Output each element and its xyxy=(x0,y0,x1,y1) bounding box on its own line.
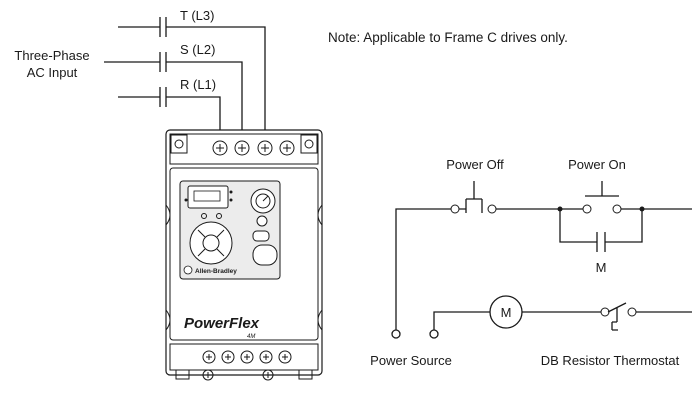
phase-t-line xyxy=(118,17,266,130)
power-source-terminal-icon xyxy=(391,329,401,339)
navigation-pad-icon xyxy=(189,221,233,265)
power-off-contact-icon xyxy=(487,204,497,214)
right-notch-lower xyxy=(317,309,323,331)
big-key-icon xyxy=(252,244,278,266)
stop-key-icon xyxy=(252,230,270,242)
thermostat-label: DB Resistor Thermostat xyxy=(541,353,680,368)
brand-name: Allen-Bradley xyxy=(195,268,237,275)
top-left-mount xyxy=(170,134,188,154)
ab-logo-icon xyxy=(183,265,193,275)
terminal-screw-icon xyxy=(234,140,250,156)
left-rail-wire xyxy=(395,208,451,330)
phase-s-wire xyxy=(104,52,243,130)
bottom-terminals xyxy=(202,350,292,364)
terminal-screw-icon xyxy=(221,350,235,364)
phase-t-wire xyxy=(118,17,266,130)
mount-foot xyxy=(175,369,190,380)
start-key-icon xyxy=(256,215,268,227)
power-source-terminal-icon xyxy=(429,329,439,339)
power-source-label: Power Source xyxy=(370,353,452,368)
led-display xyxy=(193,190,221,202)
mount-hole-icon xyxy=(174,139,184,149)
phase-s-line xyxy=(104,52,243,130)
holding-contact-label: M xyxy=(596,260,607,275)
input-label-line1: Three-Phase xyxy=(14,48,89,63)
mount-foot xyxy=(298,369,313,380)
thermostat-contact-icon xyxy=(627,307,637,317)
bottom-terminal-block xyxy=(169,343,319,371)
status-leds xyxy=(184,190,233,202)
ground-icon xyxy=(262,369,274,381)
powerflex-drive: Allen-Bradley PowerFlex 4M xyxy=(165,129,323,381)
terminal-screw-icon xyxy=(279,140,295,156)
bottom-rail-wire xyxy=(433,311,490,330)
control-rung-bottom: M xyxy=(433,295,692,331)
power-on-contact-icon xyxy=(582,204,592,214)
top-terminal-block xyxy=(169,133,319,165)
phase-r-label: R (L1) xyxy=(180,77,216,92)
terminal-screw-icon xyxy=(278,350,292,364)
terminal-screw-icon xyxy=(202,350,216,364)
thermostat-contact-icon xyxy=(600,307,610,317)
right-notch xyxy=(317,204,323,226)
terminal-screw-icon xyxy=(257,140,273,156)
left-notch xyxy=(165,204,171,226)
power-on-pushbutton-icon xyxy=(585,181,619,197)
frame-c-note: Note: Applicable to Frame C drives only. xyxy=(328,30,568,45)
key-icon xyxy=(216,213,222,219)
phase-r-wire xyxy=(118,87,221,130)
ground-icon xyxy=(202,369,214,381)
terminal-screw-icon xyxy=(259,350,273,364)
left-notch-lower xyxy=(165,309,171,331)
power-on-contact-icon xyxy=(612,204,622,214)
mount-hole-icon xyxy=(304,139,314,149)
terminal-screw-icon xyxy=(240,350,254,364)
top-right-mount xyxy=(300,134,318,154)
power-off-label: Power Off xyxy=(446,157,504,172)
power-off-pushbutton-icon xyxy=(459,198,483,213)
front-panel xyxy=(169,167,319,341)
power-on-label: Power On xyxy=(568,157,626,172)
input-label-line2: AC Input xyxy=(27,65,78,80)
terminal-screw-icon xyxy=(212,140,228,156)
holding-contact-branch xyxy=(559,209,643,252)
product-name: PowerFlex xyxy=(184,315,260,332)
control-rung-top xyxy=(395,181,692,330)
motor-coil-label: M xyxy=(501,305,512,320)
product-model: 4M xyxy=(247,334,255,340)
thermostat-symbol-icon xyxy=(607,302,627,331)
phase-s-label: S (L2) xyxy=(180,42,215,57)
power-off-contact-icon xyxy=(450,204,460,214)
key-icon xyxy=(201,213,207,219)
top-terminals xyxy=(212,140,295,156)
phase-r-line xyxy=(118,87,221,130)
phase-t-label: T (L3) xyxy=(180,8,214,23)
